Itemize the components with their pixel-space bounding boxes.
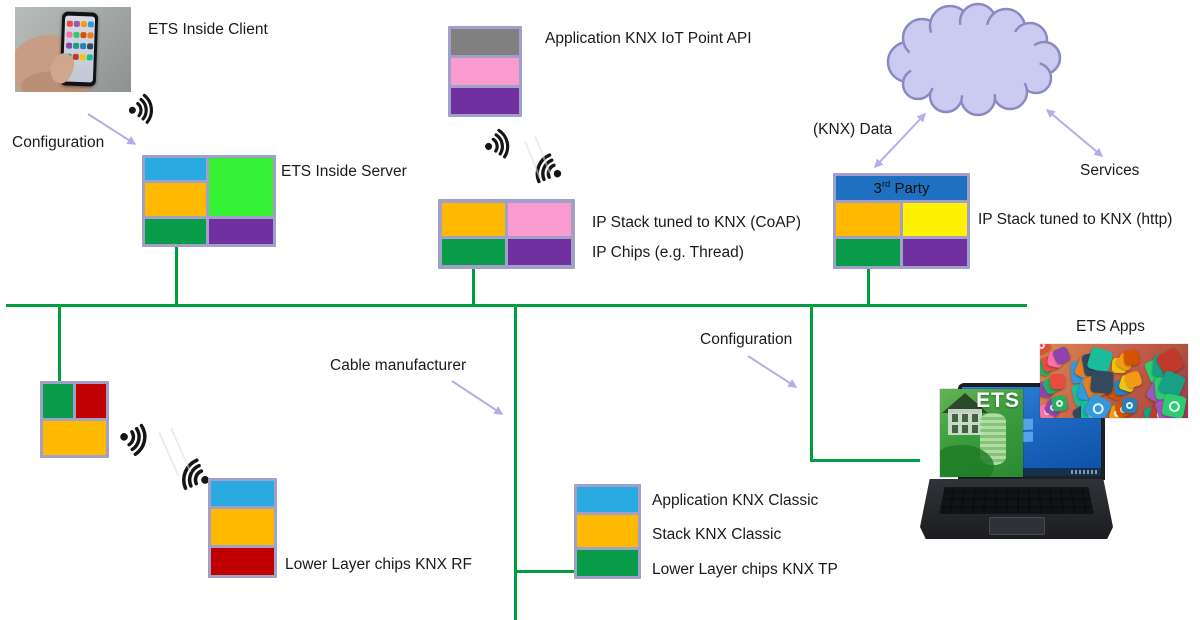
cell-gold <box>836 203 900 236</box>
wire-ip-block-drop <box>472 269 475 305</box>
label-configuration-left: Configuration <box>12 134 105 151</box>
app-tile <box>1161 393 1187 418</box>
label-configuration-right: Configuration <box>700 331 793 348</box>
cell-gold <box>442 203 505 236</box>
configuration-right-arrow <box>747 355 798 388</box>
wire-cable-branch <box>514 570 576 573</box>
cell-gold <box>145 183 206 216</box>
building-wall-shape <box>948 409 982 435</box>
laptop-touchpad <box>988 517 1045 535</box>
label-services: Services <box>1080 162 1140 179</box>
cell-cyan <box>145 158 206 180</box>
label-ip-chips: IP Chips (e.g. Thread) <box>592 244 744 261</box>
bus-line-horizontal <box>6 304 1027 307</box>
label-ip-stack-coap: IP Stack tuned to KNX (CoAP) <box>592 214 802 231</box>
wire-third-party-drop <box>867 269 870 305</box>
app-tile <box>1050 394 1069 413</box>
cell-cyan <box>577 487 638 512</box>
laptop-body <box>920 479 1113 539</box>
cell-purple <box>508 239 571 265</box>
label-knx-data: (KNX) Data <box>813 121 893 138</box>
label-cable-manufacturer: Cable manufacturer <box>330 357 467 374</box>
ets-inside-client-photo <box>15 7 131 92</box>
app-tile <box>1090 370 1114 394</box>
app-tile <box>1124 370 1143 389</box>
third-party-header: 3rd Party <box>836 176 967 200</box>
cell-dark-green <box>577 550 638 576</box>
cable-manufacturer-arrow <box>451 380 504 415</box>
ip-stack-coap-block <box>438 199 575 269</box>
cell-pink <box>451 58 519 85</box>
wire-rf-coupler-drop <box>58 306 61 382</box>
knx-classic-device-block <box>574 484 641 579</box>
label-ets-apps: ETS Apps <box>1076 318 1145 335</box>
label-ets-inside-server: ETS Inside Server <box>281 163 407 180</box>
configuration-left-arrow <box>87 113 137 145</box>
app-tile <box>1050 374 1065 389</box>
services-arrow <box>1045 109 1104 157</box>
cell-pink <box>508 203 571 236</box>
label-application-knx-classic: Application KNX Classic <box>652 492 819 509</box>
knx-iot-api-block <box>448 26 522 117</box>
rf-coupler-block <box>40 381 109 458</box>
ets-inside-server-block <box>142 155 276 247</box>
cell-gold <box>577 515 638 547</box>
wire-config-vertical <box>810 306 813 462</box>
wire-config-to-laptop <box>810 459 920 462</box>
cell-cyan <box>211 481 274 506</box>
app-tile <box>1123 349 1140 366</box>
label-stack-knx-classic: Stack KNX Classic <box>652 526 782 543</box>
wire-ets-server-drop <box>175 247 178 305</box>
cell-purple <box>903 239 967 266</box>
taskbar <box>962 468 1101 476</box>
cell-purple <box>451 88 519 114</box>
app-tile <box>1121 397 1138 414</box>
ets-software-image: ETS <box>940 389 1023 477</box>
ets-apps-image <box>1040 344 1188 418</box>
wifi-icon-api-tx <box>480 124 520 164</box>
knx-rf-device-block <box>208 478 277 578</box>
ets-logo-text: ETS <box>976 389 1020 412</box>
label-lower-layer-chips-knx-tp: Lower Layer chips KNX TP <box>652 561 838 578</box>
third-party-block: 3rd Party <box>833 173 970 269</box>
label-application-knx-iot-point-api: Application KNX IoT Point API <box>545 30 752 47</box>
cell-purple <box>209 219 273 244</box>
cell-dark-green <box>145 219 206 244</box>
cloud-shape <box>886 2 1062 117</box>
cell-dark-green <box>836 239 900 266</box>
wifi-icon-phone <box>125 90 162 127</box>
cell-gray <box>451 29 519 55</box>
laptop-keyboard <box>939 487 1094 514</box>
cell-gold <box>211 509 274 545</box>
cell-gold <box>43 421 106 455</box>
third-party-text: 3rd Party <box>873 178 930 197</box>
cell-bright-green <box>209 158 273 216</box>
wifi-icon-rf-tx <box>115 418 159 462</box>
label-lower-layer-chips-knx-rf: Lower Layer chips KNX RF <box>285 556 472 573</box>
label-ip-stack-http: IP Stack tuned to KNX (http) <box>978 211 1173 228</box>
cell-dark-green <box>43 384 73 418</box>
cell-red <box>211 548 274 575</box>
wire-cable-vertical <box>514 306 517 620</box>
label-ets-inside-client: ETS Inside Client <box>148 21 268 38</box>
knx-data-arrow <box>873 112 927 169</box>
cell-red <box>76 384 106 418</box>
cell-dark-green <box>442 239 505 265</box>
cell-yellow <box>903 203 967 236</box>
